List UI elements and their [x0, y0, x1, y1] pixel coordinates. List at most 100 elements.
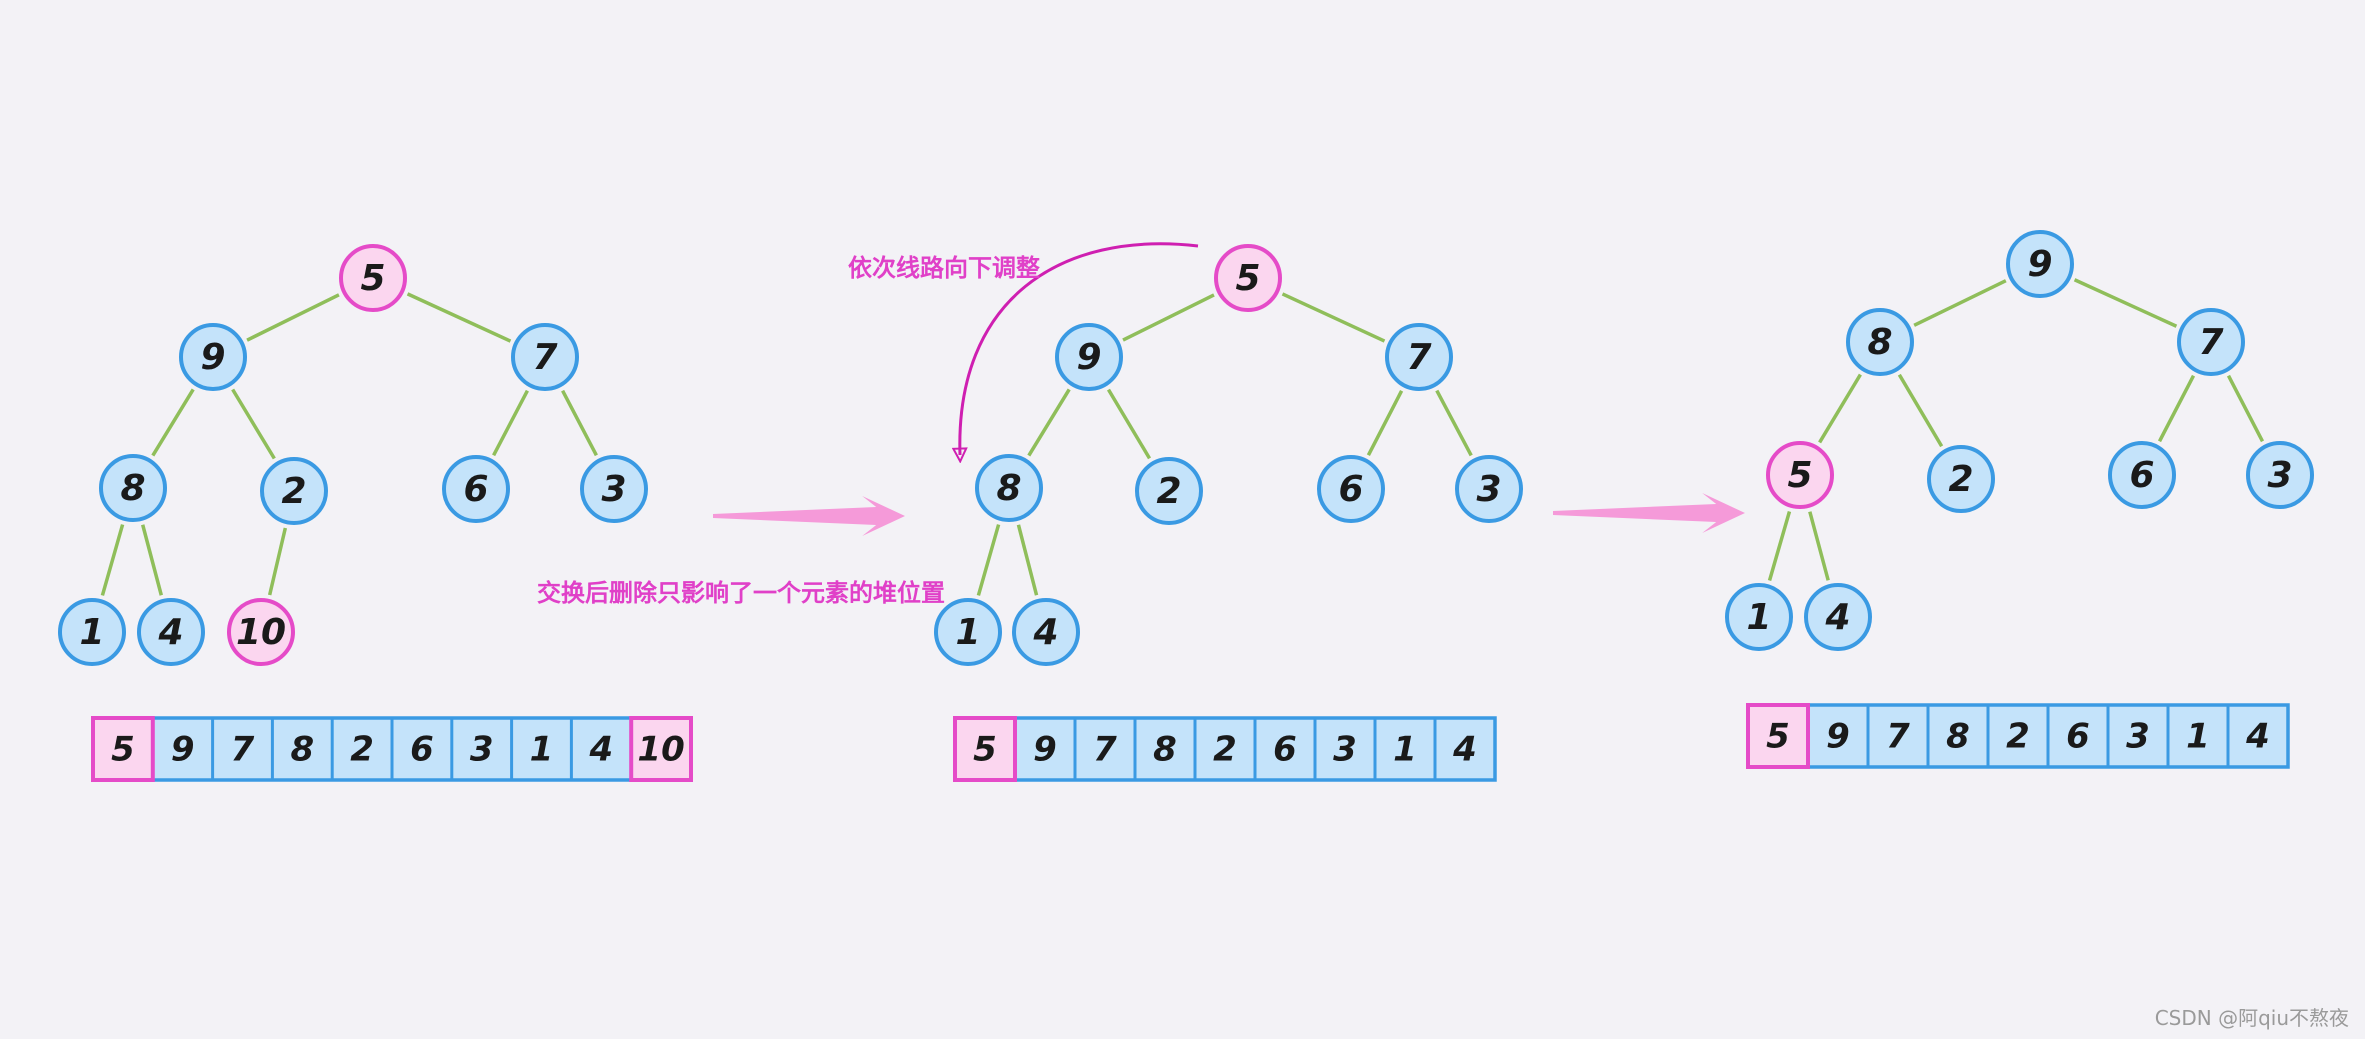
array-cell: 4 [571, 718, 632, 780]
heap-node: 5 [1214, 244, 1282, 312]
transition-arrow-2 [1553, 493, 1745, 533]
array-cell-fill [1868, 705, 1928, 767]
array-cell-fill [1075, 718, 1135, 780]
array-cell-fill [1748, 705, 1808, 767]
node-value: 9 [200, 337, 225, 378]
transition-arrow-1 [713, 496, 905, 536]
heap-node: 7 [2177, 308, 2245, 376]
array-cell-value: 6 [410, 730, 434, 770]
array-cell-value: 7 [231, 730, 255, 770]
tree-edge [1767, 511, 1792, 581]
array-cell-fill [1808, 705, 1868, 767]
array-cell-value: 7 [1886, 717, 1910, 757]
node-circle [1055, 323, 1123, 391]
node-circle [1927, 445, 1995, 513]
array-cell-highlight-border [629, 716, 694, 782]
array-cell: 7 [212, 718, 273, 780]
node-circle [2177, 308, 2245, 376]
heap-node: 8 [1846, 308, 1914, 376]
heap-node: 4 [1804, 583, 1872, 651]
array-cell-fill [1195, 718, 1255, 780]
array-cell: 7 [1868, 705, 1928, 767]
tree-edge [561, 389, 598, 457]
array-cell-value: 9 [1826, 717, 1850, 757]
node-value: 1 [79, 612, 104, 653]
watermark: CSDN @阿qiu不熬夜 [2154, 1006, 2349, 1030]
heap-node: 8 [99, 454, 167, 522]
tree-edge [246, 293, 340, 342]
heap-node: 5 [1766, 441, 1834, 509]
node-value: 9 [1076, 337, 1101, 378]
node-value: 4 [1824, 597, 1850, 638]
array-cell: 6 [392, 718, 452, 780]
heap-node: 3 [1455, 455, 1523, 523]
array-cell-value: 4 [2245, 717, 2270, 757]
node-value: 2 [281, 471, 306, 512]
array-cell-fill [1988, 705, 2048, 767]
array-cell-fill [1135, 718, 1195, 780]
array-cell-value: 1 [2186, 717, 2210, 757]
node-value: 6 [2129, 455, 2154, 496]
node-circle [580, 455, 648, 523]
node-value: 5 [1787, 455, 1812, 496]
array-cell-value: 9 [171, 730, 195, 770]
array-cell-value: 4 [1452, 730, 1477, 770]
node-circle [2246, 441, 2314, 509]
node-circle [58, 598, 126, 666]
node-value: 1 [1746, 597, 1771, 638]
array-cell-value: 1 [530, 730, 554, 770]
array-cell: 4 [1435, 718, 1495, 780]
array-cell: 6 [1255, 718, 1315, 780]
tree-edge [1808, 511, 1830, 581]
array-cell-fill [1375, 718, 1435, 780]
array-cell-fill [1255, 718, 1315, 780]
node-value: 4 [157, 612, 183, 653]
node-circle [137, 598, 205, 666]
array-cell-fill [631, 718, 691, 780]
node-value: 5 [360, 258, 385, 299]
array-cell: 2 [1195, 718, 1255, 780]
array-cell-value: 3 [2126, 717, 2150, 757]
node-circle [442, 455, 510, 523]
node-circle [1385, 323, 1453, 391]
tree-edge [1106, 388, 1152, 460]
array-cell-fill [1315, 718, 1375, 780]
node-circle [1317, 455, 1385, 523]
node-circle [99, 454, 167, 522]
array-cell: 3 [451, 718, 512, 780]
highlighted-node-circle [1214, 244, 1282, 312]
array-cell-value: 5 [1766, 717, 1790, 757]
heap-node: 6 [442, 455, 510, 523]
swap-delete-annotation: 交换后删除只影响了一个元素的堆位置 [537, 579, 945, 607]
node-circle [179, 323, 247, 391]
node-value: 3 [601, 469, 626, 510]
heap-node: 6 [2108, 441, 2176, 509]
array-cell-fill [2108, 705, 2168, 767]
heap-node: 7 [1385, 323, 1453, 391]
array-cell-fill [1015, 718, 1075, 780]
array-cell: 5 [93, 718, 153, 780]
heap-node: 10 [227, 598, 295, 666]
heap-node: 1 [1725, 583, 1793, 651]
array-cell: 6 [2048, 705, 2108, 767]
array-cell-fill [2168, 705, 2228, 767]
node-circle [934, 598, 1002, 666]
node-value: 3 [2267, 455, 2292, 496]
array-cell: 5 [1748, 705, 1808, 767]
tree-edge [1027, 388, 1071, 457]
array-cell-value: 7 [1093, 730, 1117, 770]
tree-edge [2073, 278, 2178, 328]
heap-node: 9 [2006, 230, 2074, 298]
tree-edge [976, 524, 1001, 596]
node-circle [1804, 583, 1872, 651]
node-value: 7 [2198, 322, 2223, 363]
array-cell-value: 8 [1946, 717, 1970, 757]
array-cell-fill [1928, 705, 1988, 767]
array-cell-value: 8 [1153, 730, 1177, 770]
array-cell-fill [955, 718, 1015, 780]
node-circle [1846, 308, 1914, 376]
array-cell-value: 6 [1273, 730, 1297, 770]
node-circle [260, 457, 328, 525]
heap-node: 3 [580, 455, 648, 523]
